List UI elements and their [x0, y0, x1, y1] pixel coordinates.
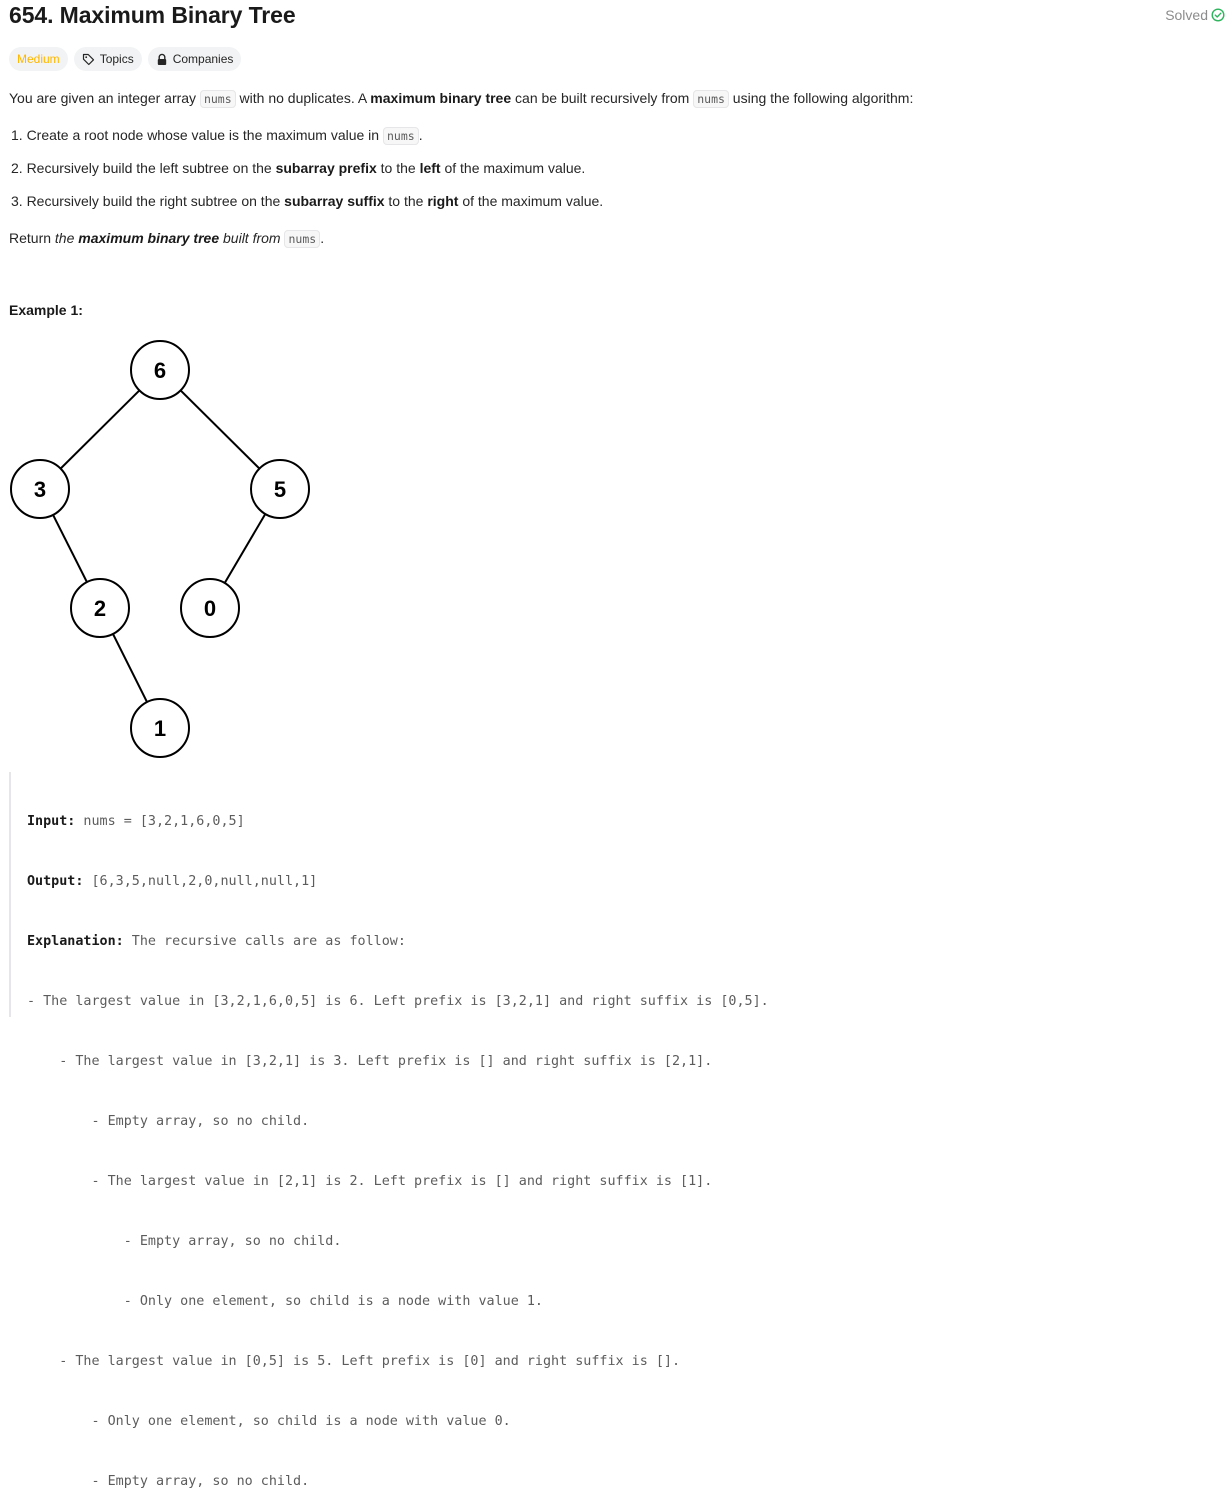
tree-node-label: 0 [204, 596, 216, 621]
tree-node-label: 3 [34, 477, 46, 502]
step-text: 2. Recursively build the left subtree on… [11, 160, 276, 176]
inline-code: nums [382, 127, 419, 145]
return-bold: maximum binary tree [78, 230, 220, 246]
lock-icon [156, 53, 168, 66]
output-value: [6,3,5,null,2,0,null,null,1] [83, 874, 318, 889]
explanation-step: - The largest value in [2,1] is 2. Left … [27, 1174, 713, 1189]
binary-tree-diagram: 6 3 5 2 0 1 [10, 340, 310, 758]
return-italic: built from [219, 230, 285, 246]
algorithm-step-1: 1. Create a root node whose value is the… [11, 125, 423, 146]
step-bold: right [427, 193, 459, 209]
input-value: nums = [3,2,1,6,0,5] [75, 814, 245, 829]
tree-node-2: 2 [70, 578, 130, 638]
explanation-step: - Empty array, so no child. [27, 1474, 310, 1489]
topics-label: Topics [99, 52, 134, 66]
solved-label: Solved [1165, 7, 1208, 23]
tree-node-0: 0 [180, 578, 240, 638]
problem-tags: Medium Topics Companies [9, 47, 242, 71]
tag-icon [82, 53, 95, 66]
topics-button[interactable]: Topics [73, 47, 142, 71]
tree-node-label: 2 [94, 596, 106, 621]
tree-node-3: 3 [10, 459, 70, 519]
intro-bold: maximum binary tree [370, 90, 512, 106]
inline-code: nums [199, 90, 236, 108]
tree-node-1: 1 [130, 698, 190, 758]
step-text: to the [384, 193, 428, 209]
explanation-key: Explanation: [27, 934, 124, 949]
inline-code: nums [693, 90, 729, 108]
return-text: . [320, 230, 325, 246]
intro-text: using the following algorithm: [728, 90, 914, 106]
problem-title: 654. Maximum Binary Tree [9, 2, 296, 28]
tree-node-5: 5 [250, 459, 310, 519]
explanation-step: - Only one element, so child is a node w… [27, 1414, 511, 1429]
explanation-step: - Empty array, so no child. [27, 1114, 310, 1129]
return-statement: Return the maximum binary tree built fro… [9, 228, 324, 249]
input-line: Input: nums = [3,2,1,6,0,5] [27, 812, 909, 832]
step-text: of the maximum value. [440, 160, 586, 176]
explanation-value: The recursive calls are as follow: [123, 934, 406, 949]
companies-button[interactable]: Companies [147, 47, 242, 71]
tree-node-label: 5 [274, 477, 286, 502]
return-italic: the [54, 230, 79, 246]
step-bold: subarray suffix [284, 193, 385, 209]
step-text: . [418, 127, 423, 143]
companies-label: Companies [172, 52, 234, 66]
output-key: Output: [27, 874, 84, 889]
step-bold: subarray prefix [275, 160, 377, 176]
explanation-step: - Empty array, so no child. [27, 1234, 342, 1249]
intro-text: You are given an integer array [9, 90, 200, 106]
algorithm-step-3: 3. Recursively build the right subtree o… [11, 191, 603, 211]
return-text: Return [9, 230, 55, 246]
solved-status: Solved [1165, 7, 1225, 23]
step-text: 1. Create a root node whose value is the… [11, 127, 383, 143]
intro-text: can be built recursively from [511, 90, 694, 106]
explanation-step: - The largest value in [3,2,1] is 3. Lef… [27, 1054, 713, 1069]
step-bold: left [419, 160, 441, 176]
problem-intro: You are given an integer array nums with… [9, 88, 913, 109]
step-text: 3. Recursively build the right subtree o… [11, 193, 285, 209]
output-line: Output: [6,3,5,null,2,0,null,null,1] [27, 872, 909, 892]
explanation-step: - The largest value in [0,5] is 5. Left … [27, 1354, 681, 1369]
inline-code: nums [284, 230, 321, 248]
example-code-block: Input: nums = [3,2,1,6,0,5] Output: [6,3… [9, 772, 909, 1489]
intro-text: with no duplicates. A [235, 90, 371, 106]
difficulty-label: Medium [17, 52, 60, 66]
input-key: Input: [27, 814, 76, 829]
difficulty-badge: Medium [9, 47, 68, 71]
example-label: Example 1: [9, 302, 83, 318]
explanation-step: - The largest value in [3,2,1,6,0,5] is … [27, 994, 769, 1009]
step-text: of the maximum value. [458, 193, 604, 209]
tree-node-label: 6 [154, 358, 166, 383]
algorithm-step-2: 2. Recursively build the left subtree on… [11, 158, 585, 178]
check-circle-icon [1211, 8, 1225, 22]
explanation-step: - Only one element, so child is a node w… [27, 1294, 543, 1309]
tree-node-6: 6 [130, 340, 190, 400]
step-text: to the [376, 160, 420, 176]
explanation-line: Explanation: The recursive calls are as … [27, 932, 909, 952]
tree-node-label: 1 [154, 716, 166, 741]
